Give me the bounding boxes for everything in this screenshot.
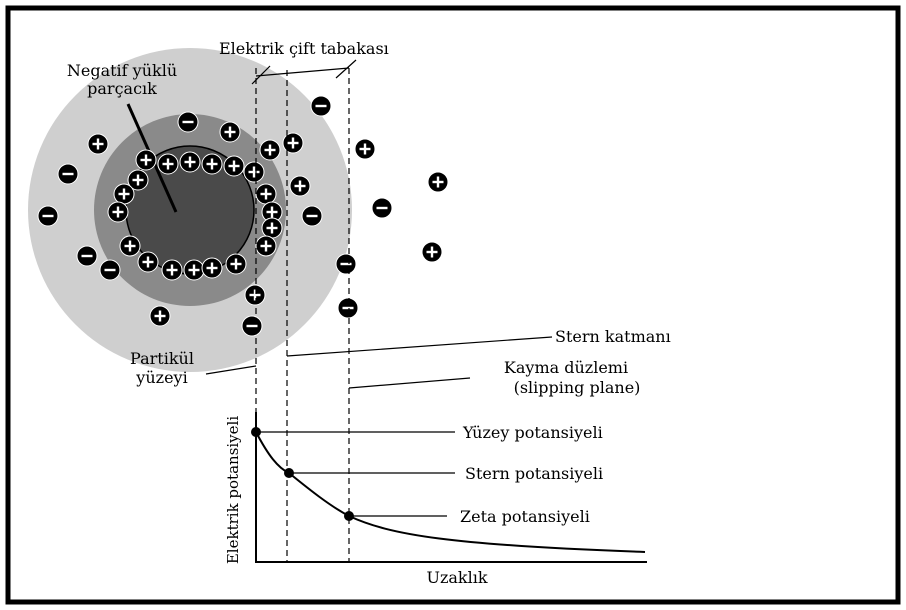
plus-ion-icon	[184, 260, 204, 280]
x-axis-label: Uzaklık	[426, 568, 487, 587]
y-axis-label: Elektrik potansiyeli	[224, 416, 242, 564]
plus-ion-icon	[158, 154, 178, 174]
surface-potential-label: Yüzey potansiyeli	[462, 423, 603, 442]
plus-ion-icon	[136, 150, 156, 170]
particle-surface-label-line2: yüzeyi	[135, 368, 187, 387]
particle-label-line2: parçacık	[87, 79, 157, 98]
minus-ion-icon	[372, 198, 392, 218]
plus-ion-icon	[260, 140, 280, 160]
zeta-potential-label: Zeta potansiyeli	[460, 507, 590, 526]
plus-ion-icon	[245, 285, 265, 305]
minus-ion-icon	[311, 96, 331, 116]
plus-ion-icon	[224, 156, 244, 176]
minus-ion-icon	[58, 164, 78, 184]
plus-ion-icon	[150, 306, 170, 326]
double-layer-label: Elektrik çift tabakası	[219, 39, 389, 58]
stern-layer-label: Stern katmanı	[555, 327, 671, 346]
plus-ion-icon	[202, 258, 222, 278]
plus-ion-icon	[108, 202, 128, 222]
plus-ion-icon	[422, 242, 442, 262]
minus-ion-icon	[242, 316, 262, 336]
plus-ion-icon	[120, 236, 140, 256]
plus-ion-icon	[180, 152, 200, 172]
slipping-plane-label-line1: Kayma düzlemi	[504, 358, 628, 377]
plus-ion-icon	[256, 184, 276, 204]
minus-ion-icon	[338, 298, 358, 318]
plus-ion-icon	[428, 172, 448, 192]
plus-ion-icon	[262, 218, 282, 238]
minus-ion-icon	[100, 260, 120, 280]
plus-ion-icon	[244, 162, 264, 182]
plus-ion-icon	[220, 122, 240, 142]
stern-potential-label: Stern potansiyeli	[465, 464, 603, 483]
slipping-plane-label-line2: (slipping plane)	[514, 378, 641, 397]
plus-ion-icon	[283, 133, 303, 153]
minus-ion-icon	[77, 246, 97, 266]
plus-ion-icon	[226, 254, 246, 274]
plus-ion-icon	[138, 252, 158, 272]
plus-ion-icon	[202, 154, 222, 174]
minus-ion-icon	[38, 206, 58, 226]
plus-ion-icon	[355, 139, 375, 159]
minus-ion-icon	[302, 206, 322, 226]
plus-ion-icon	[290, 176, 310, 196]
particle-label-line1: Negatif yüklü	[67, 61, 177, 80]
plus-ion-icon	[114, 184, 134, 204]
plus-ion-icon	[256, 236, 276, 256]
particle-surface-label-line1: Partikül	[130, 349, 194, 368]
plus-ion-icon	[162, 260, 182, 280]
minus-ion-icon	[336, 254, 356, 274]
plus-ion-icon	[88, 134, 108, 154]
minus-ion-icon	[178, 112, 198, 132]
